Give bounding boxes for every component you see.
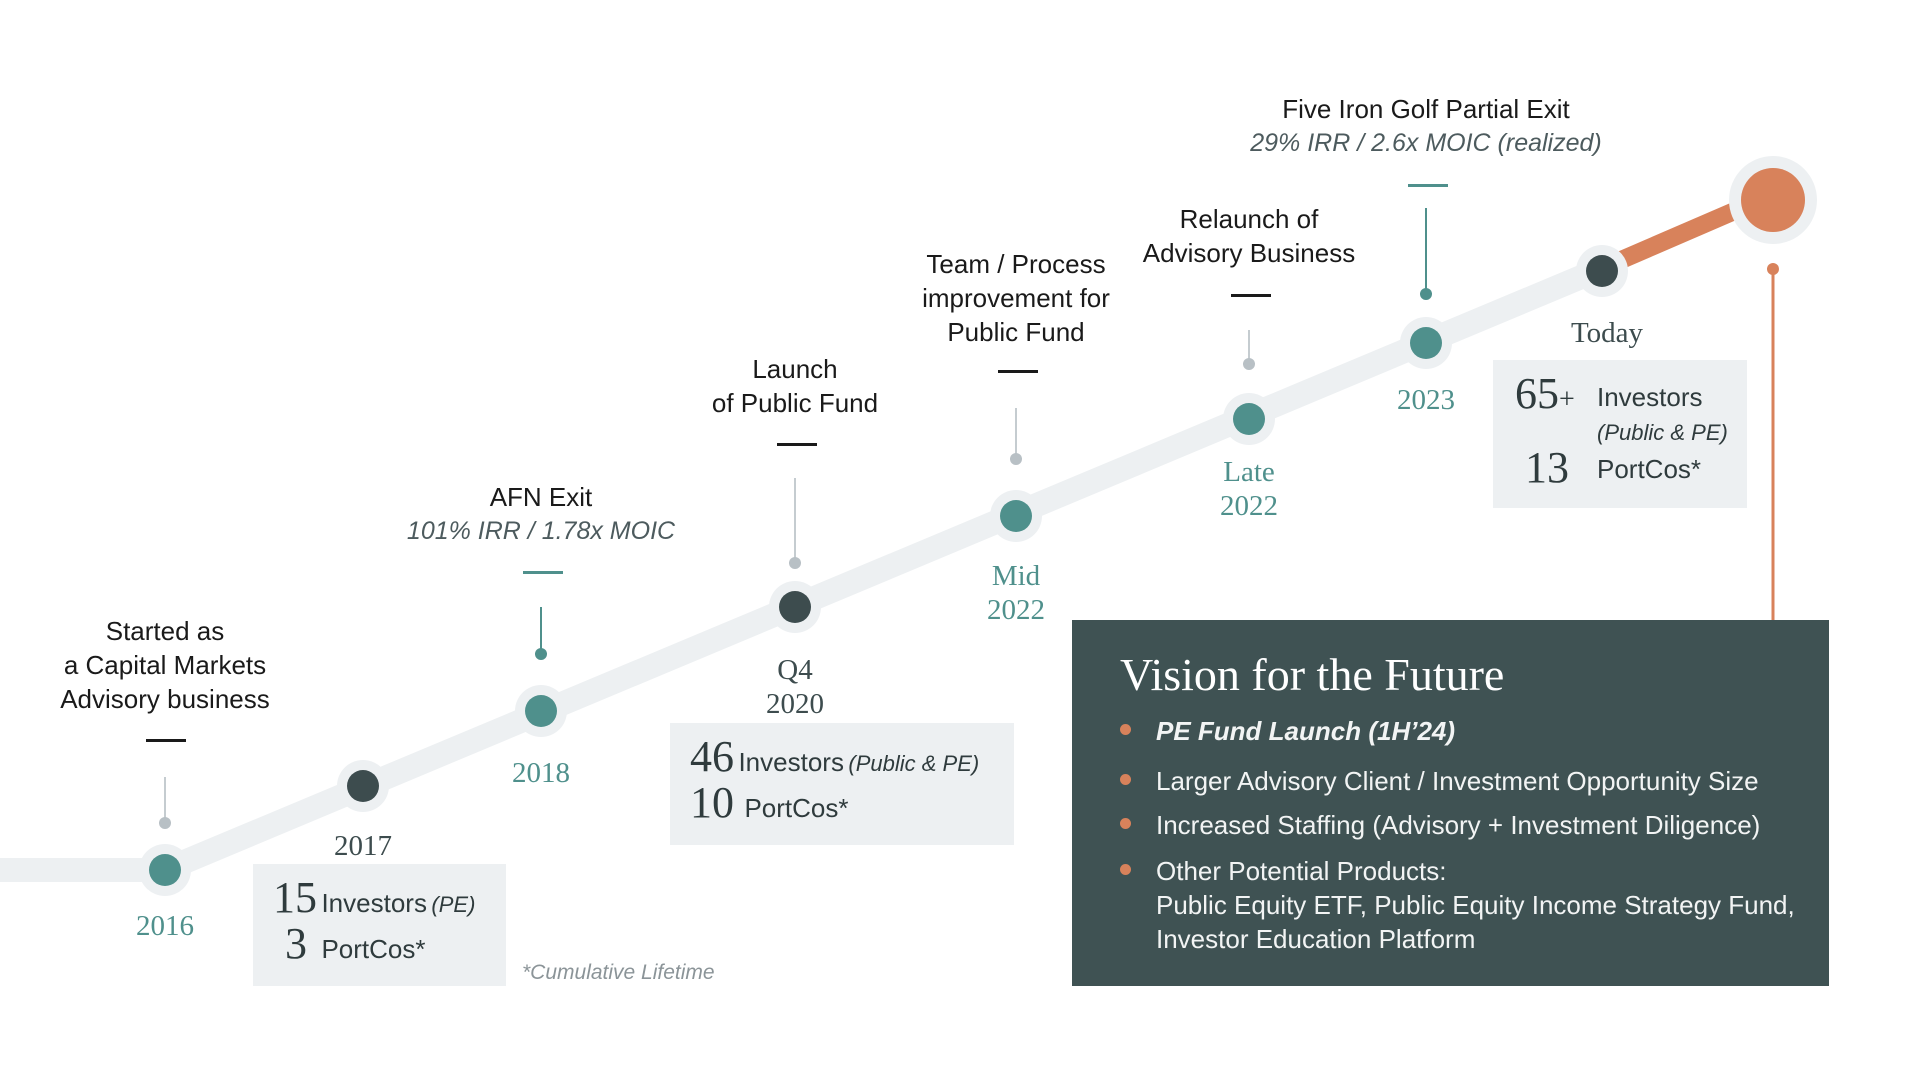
node-q4-2020-core [779, 591, 811, 623]
milestone-start: Started as a Capital Markets Advisory bu… [35, 614, 295, 716]
year-2016: 2016 [136, 910, 194, 942]
milestone-team-process: Team / Process improvement for Public Fu… [886, 247, 1146, 349]
vision-bullet-4-line2: Public Equity ETF, Public Equity Income … [1156, 890, 1795, 920]
stats-box-2020: 46 Investors (Public & PE) 10 PortCos* [670, 723, 1014, 845]
stats-today-portcos-label: PortCos* [1597, 454, 1702, 484]
bullet-dot [1120, 774, 1131, 785]
stats-today-investors-num-wrap: 65+ [1515, 368, 1575, 419]
connector-dot [1243, 358, 1255, 370]
milestone-start-dash [146, 739, 186, 742]
stats-2020-investors-num: 46 [690, 732, 734, 781]
stats-box-today: 65+ Investors (Public & PE) 13 PortCos* [1493, 360, 1747, 508]
year-2020: 2020 [766, 688, 824, 720]
bullet-dot [1120, 724, 1131, 735]
year-2022-late: 2022 [1220, 490, 1278, 522]
milestone-start-line2: a Capital Markets [63, 650, 267, 680]
stats-box-2017: 15 Investors (PE) 3 PortCos* [253, 864, 506, 986]
stats-2017-investors-num: 15 [273, 873, 317, 922]
milestone-team-line3: Public Fund [947, 317, 1085, 347]
milestone-team-line1: Team / Process [926, 249, 1106, 279]
stats-2017-portcos: 3 PortCos* [285, 918, 426, 969]
vision-title: Vision for the Future [1120, 649, 1505, 700]
milestone-afn-title: AFN Exit [489, 482, 593, 512]
year-2022-mid: 2022 [987, 594, 1045, 626]
stats-today-portcos-num-wrap: 13 [1525, 442, 1569, 493]
milestone-launch-line2: of Public Fund [711, 388, 879, 418]
milestone-launch-line1: Launch [752, 354, 838, 384]
milestone-afn-sub: 101% IRR / 1.78x MOIC [406, 517, 676, 545]
footnote-cumulative: *Cumulative Lifetime [522, 961, 715, 984]
stats-2020-investors-label: Investors [738, 747, 844, 777]
vision-bullet-3-text: Increased Staffing (Advisory + Investmen… [1156, 810, 1761, 840]
milestone-team-dash [998, 370, 1038, 373]
stats-today-investors-num: 65 [1515, 369, 1559, 418]
node-late-2022-core [1233, 403, 1265, 435]
milestone-fiveiron-sub: 29% IRR / 2.6x MOIC (realized) [1250, 129, 1602, 157]
stats-today-investors-plus: + [1559, 384, 1575, 415]
stats-2020-portcos: 10 PortCos* [690, 777, 849, 828]
milestone-fiveiron-dash [1408, 184, 1448, 187]
milestone-start-line1: Started as [105, 616, 225, 646]
bullet-dot [1120, 818, 1131, 829]
milestone-fiveiron-title: Five Iron Golf Partial Exit [1282, 94, 1570, 124]
year-2017: 2017 [334, 830, 392, 862]
stats-today-portcos-label-wrap: PortCos* [1597, 454, 1701, 485]
stats-today-investors-note: (Public & PE) [1597, 420, 1728, 445]
year-2023: 2023 [1397, 384, 1455, 416]
stats-today-investors-label: Investors [1597, 382, 1703, 412]
node-2018-core [525, 695, 557, 727]
milestone-relaunch: Relaunch of Advisory Business [1119, 202, 1379, 270]
stats-2017-investors-note: (PE) [431, 892, 476, 917]
milestone-relaunch-line2: Advisory Business [1142, 238, 1356, 268]
connector-dot [535, 648, 547, 660]
stats-2020-investors-note: (Public & PE) [848, 751, 980, 776]
milestone-relaunch-line1: Relaunch of [1179, 204, 1319, 234]
milestone-team-line2: improvement for [922, 283, 1110, 313]
stats-2020-portcos-label: PortCos* [744, 793, 849, 823]
node-2017-core [347, 770, 379, 802]
vision-panel: Vision for the Future PE Fund Launch (1H… [1072, 620, 1829, 986]
connector-dot [789, 557, 801, 569]
milestone-afn-dash [523, 571, 563, 574]
connector-dot [1420, 288, 1432, 300]
stats-2017-investors: 15 Investors (PE) [273, 872, 475, 923]
stats-2017-investors-label: Investors [321, 888, 427, 918]
stats-2017-portcos-num: 3 [285, 919, 307, 968]
milestone-launch: Launch of Public Fund [665, 352, 925, 420]
vision-bullet-4-line3: Investor Education Platform [1156, 924, 1476, 954]
year-today: Today [1570, 317, 1644, 349]
vision-bullet-4-text: Other Potential Products: [1156, 856, 1447, 886]
stats-today-investors-note-wrap: (Public & PE) [1597, 420, 1728, 446]
stats-today-investors-label-wrap: Investors [1597, 382, 1703, 413]
vision-bullet-2-text: Larger Advisory Client / Investment Oppo… [1156, 766, 1759, 796]
milestone-launch-dash [777, 443, 817, 446]
milestone-five-iron: Five Iron Golf Partial Exit 29% IRR / 2.… [1236, 92, 1616, 160]
bullet-dot [1120, 864, 1131, 875]
stats-2020-investors: 46 Investors (Public & PE) [690, 731, 979, 782]
node-today-core [1586, 255, 1618, 287]
vision-connector-top [1767, 263, 1779, 275]
connector-dot [159, 817, 171, 829]
node-2016-core [149, 854, 181, 886]
milestone-afn-exit: AFN Exit 101% IRR / 1.78x MOIC [381, 480, 701, 548]
milestone-relaunch-dash [1231, 294, 1271, 297]
stats-today-portcos-num: 13 [1525, 443, 1569, 492]
year-q4: Q4 [777, 654, 813, 686]
stats-2020-portcos-num: 10 [690, 778, 734, 827]
year-late: Late [1223, 456, 1275, 488]
vision-bullet-1-text: PE Fund Launch (1H’24) [1156, 716, 1456, 746]
year-2018: 2018 [512, 757, 570, 789]
timeline-track [153, 258, 1610, 882]
milestone-start-line3: Advisory business [60, 684, 270, 714]
stats-2017-portcos-label: PortCos* [321, 934, 426, 964]
year-mid: Mid [991, 560, 1041, 592]
connector-dot [1010, 453, 1022, 465]
node-mid-2022-core [1000, 500, 1032, 532]
node-2023-core [1410, 327, 1442, 359]
node-future-core [1741, 168, 1805, 232]
